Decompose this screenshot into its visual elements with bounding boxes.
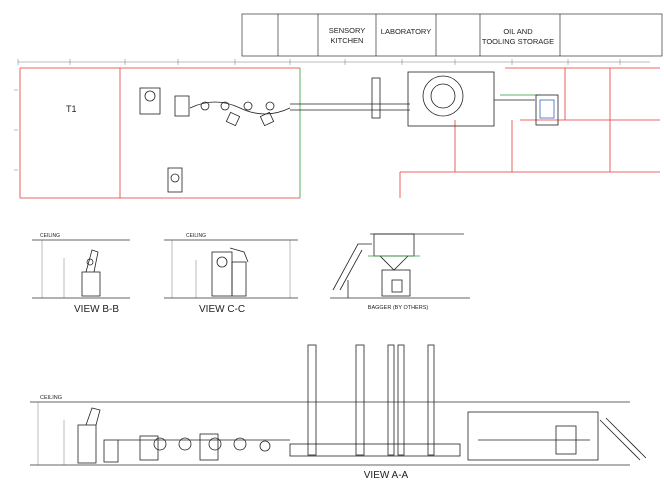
room-label-t1: T1	[66, 104, 77, 114]
plan-view: SENSORY KITCHEN LABORATORY OIL AND TOOLI…	[14, 13, 663, 199]
view-bb: CEILING VIEW B-B	[32, 233, 130, 315]
bagger-label: BAGGER (BY OTHERS)	[368, 305, 429, 311]
room-label-laboratory: LABORATORY	[381, 27, 431, 36]
aa-machines	[77, 407, 647, 464]
ceiling-label-cc: CEILING	[186, 233, 206, 239]
room-label-sensory-2: KITCHEN	[331, 36, 364, 45]
view-title-bb: VIEW B-B	[74, 304, 119, 315]
room-label-oil-2: TOOLING STORAGE	[482, 37, 554, 46]
room-label-oil-1: OIL AND	[503, 27, 533, 36]
view-aa: CEILING VIEW	[30, 344, 647, 481]
view-bagger: BAGGER (BY OTHERS)	[330, 233, 470, 311]
view-title-aa: VIEW A-A	[364, 470, 409, 481]
red-walls	[19, 67, 660, 199]
green-walls	[299, 68, 540, 198]
room-label-sensory-1: SENSORY	[329, 26, 366, 35]
ceiling-label-bb: CEILING	[40, 233, 60, 239]
plan-conveyor	[139, 71, 559, 193]
room-strip-outline	[241, 13, 663, 57]
ceiling-label-aa: CEILING	[40, 395, 62, 401]
view-title-cc: VIEW C-C	[199, 304, 245, 315]
view-cc: CEILING VIEW C-C	[164, 233, 298, 315]
